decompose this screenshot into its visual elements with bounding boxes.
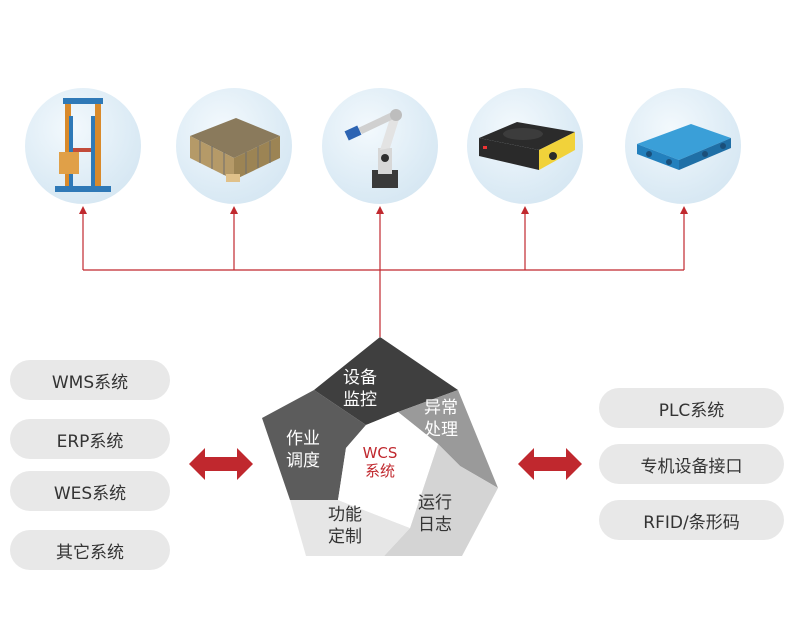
wcs-center-line2: 系统 xyxy=(364,462,395,480)
left-double-arrow xyxy=(189,448,253,480)
arrow-head-5 xyxy=(680,206,688,214)
left-system-wes: WES系统 xyxy=(10,471,170,511)
shuttle-icon xyxy=(637,124,731,170)
left-system-wms: WMS系统 xyxy=(10,360,170,400)
equipment-stacker-crane xyxy=(25,88,141,204)
label-operation-logs: 运行 日志 xyxy=(418,493,452,535)
wcs-center-label: WCS 系统 xyxy=(352,444,408,480)
label-job-scheduling: 作业 调度 xyxy=(286,429,320,471)
equipment-agv xyxy=(467,88,583,204)
right-double-arrow xyxy=(518,448,582,480)
stacker-crane-icon xyxy=(55,98,111,192)
agv-icon xyxy=(479,122,575,170)
arrow-head-1 xyxy=(79,206,87,214)
label-device-monitoring: 设备 监控 xyxy=(343,368,377,410)
left-system-erp: ERP系统 xyxy=(10,419,170,459)
label-exception-handling: 异常 处理 xyxy=(424,398,458,440)
label-custom-functions: 功能 定制 xyxy=(328,505,362,547)
left-system-other: 其它系统 xyxy=(10,530,170,570)
arrow-head-2 xyxy=(230,206,238,214)
arrow-head-4 xyxy=(521,206,529,214)
shelving-racks-icon xyxy=(190,118,280,182)
equipment-shelving-racks xyxy=(176,88,292,204)
wcs-center-line1: WCS xyxy=(362,444,398,462)
right-system-special-equipment: 专机设备接口 xyxy=(599,444,784,484)
equipment-robot-arm xyxy=(322,88,438,204)
equipment-shuttle xyxy=(625,88,741,204)
right-system-rfid-barcode: RFID/条形码 xyxy=(599,500,784,540)
arrow-head-3 xyxy=(376,206,384,214)
right-system-plc: PLC系统 xyxy=(599,388,784,428)
robot-arm-icon xyxy=(344,109,402,188)
